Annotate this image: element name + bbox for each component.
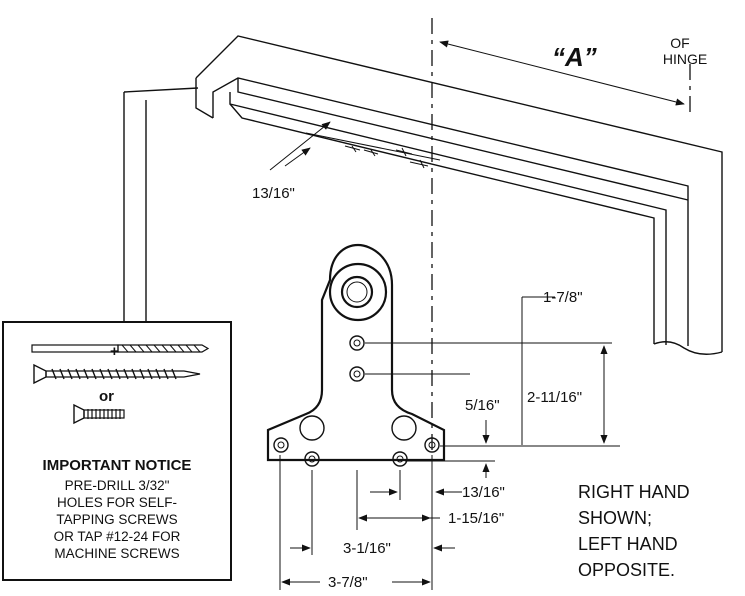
notice-line-4: OR TAP #12-24 FOR <box>53 529 181 544</box>
center-hinge-label: HINGE <box>663 51 707 67</box>
notice-title: IMPORTANT NOTICE <box>42 457 192 474</box>
extension-lines <box>279 296 620 590</box>
hinge-plate <box>266 243 446 467</box>
screw-illustrations <box>31 344 210 425</box>
hand-note-line-4: OPPOSITE. <box>578 560 675 580</box>
notice-line-3: TAPPING SCREWS <box>56 512 178 527</box>
plus-label: + <box>110 343 119 360</box>
machine-screw-icon <box>73 403 125 425</box>
dim-3-1-16-label: 3-1/16" <box>343 540 391 557</box>
hand-note-line-1: RIGHT HAND <box>578 482 690 502</box>
dim-13-16-bottom-label: 13/16" <box>462 484 505 501</box>
important-notice-box: + or IMPORTANT NOTICE PRE-DRILL 3/32" HO… <box>2 321 232 581</box>
center-of-label: OF <box>670 35 689 51</box>
center-of-hinge-label: OF HINGE <box>663 35 707 67</box>
dim-1-7-8-label: 1-7/8" <box>543 289 583 306</box>
hand-note-line-2: SHOWN; <box>578 508 652 528</box>
notice-line-1: PRE-DRILL 3/32" <box>64 478 170 493</box>
drill-bit-icon <box>31 344 210 353</box>
dim-3-7-8-label: 3-7/8" <box>328 574 368 591</box>
notice-body: PRE-DRILL 3/32" HOLES FOR SELF- TAPPING … <box>4 477 230 562</box>
dim-2-11-16-label: 2-11/16" <box>527 389 582 406</box>
hand-note-line-3: LEFT HAND <box>578 534 678 554</box>
notice-line-2: HOLES FOR SELF- <box>56 495 178 510</box>
dim-1-15-16-label: 1-15/16" <box>448 510 504 527</box>
or-label: or <box>99 388 114 405</box>
dim-5-16-label: 5/16" <box>465 397 500 414</box>
frame-hole-marks <box>305 132 441 169</box>
dimension-a: “A” <box>439 40 685 106</box>
dimension-13-16-top: 13/16" <box>252 121 331 202</box>
dim-13-16-top-label: 13/16" <box>252 185 295 202</box>
dimension-a-label: “A” <box>552 42 597 72</box>
hand-note: RIGHT HAND SHOWN; LEFT HAND OPPOSITE. <box>578 482 690 580</box>
notice-line-5: MACHINE SCREWS <box>54 546 180 561</box>
self-tapping-screw-icon <box>33 363 201 385</box>
door-slab <box>123 87 199 330</box>
